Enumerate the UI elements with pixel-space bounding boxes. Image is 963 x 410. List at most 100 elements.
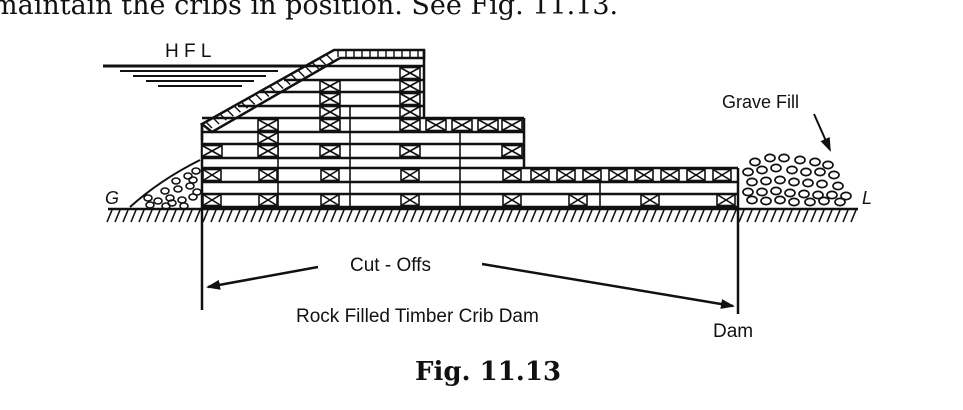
crib-box-diagonal <box>634 168 654 182</box>
toe-stone <box>173 185 183 193</box>
ground-hatch-line <box>274 209 281 223</box>
ground-hatch-line <box>418 209 425 223</box>
gravel-stone <box>818 196 830 206</box>
ground-hatch-line <box>146 209 153 223</box>
crib-box <box>582 168 602 182</box>
crib-box <box>425 118 447 132</box>
crib-box-diagonal <box>400 168 420 182</box>
crib-box <box>319 144 341 158</box>
gravel-stone <box>800 167 812 177</box>
crib-box <box>400 193 420 207</box>
slope-tick <box>305 66 313 74</box>
ground-hatch-line <box>578 209 585 223</box>
gravel-stone <box>794 155 806 165</box>
toe-stone <box>179 202 189 210</box>
ground-hatch-line <box>722 209 729 223</box>
crib-box-diagonal <box>582 168 602 182</box>
toe-stone <box>153 197 163 205</box>
gravel-stone <box>832 181 844 191</box>
ground-hatch-line <box>706 209 713 223</box>
ground-hatch-line <box>202 209 209 223</box>
ground-hatch-line <box>426 209 433 223</box>
crib-box-diagonal <box>501 144 523 158</box>
crib-box <box>319 92 341 106</box>
crib-box <box>716 193 736 207</box>
crib-box-diagonal <box>399 92 421 106</box>
crib-box-diagonal <box>608 168 628 182</box>
gravel-stone <box>774 195 786 205</box>
ground-hatch-line <box>442 209 449 223</box>
ground-hatch-line <box>226 209 233 223</box>
dam-label: Dam <box>713 321 753 342</box>
crib-box-diagonal <box>399 66 421 80</box>
crib-box-diagonal <box>451 118 473 132</box>
ground-hatch-line <box>514 209 521 223</box>
crib-box-diagonal <box>319 118 341 132</box>
gravel-stone <box>786 165 798 175</box>
ground-hatch-line <box>746 209 753 223</box>
ground-hatch-line <box>450 209 457 223</box>
ground-hatch-line <box>642 209 649 223</box>
ground-hatch-line <box>586 209 593 223</box>
slope-tick <box>205 121 213 129</box>
gravel-stone <box>770 163 782 173</box>
ground-hatch-line <box>770 209 777 223</box>
ground-hatch-line <box>474 209 481 223</box>
ground-hatch-line <box>186 209 193 223</box>
ground-hatch-line <box>650 209 657 223</box>
crib-box-diagonal <box>257 131 279 145</box>
slope-tick <box>326 54 334 62</box>
ground-hatch-line <box>178 209 185 223</box>
gravel-stone <box>742 187 754 197</box>
crib-box-diagonal <box>257 118 279 132</box>
crib-box-diagonal <box>399 118 421 132</box>
crib-box <box>501 144 523 158</box>
gravel-stone <box>812 190 824 200</box>
gravel-fill-label: Grave Fill <box>722 92 799 112</box>
crib-box-diagonal <box>399 144 421 158</box>
ground-hatch-line <box>218 209 225 223</box>
cut-offs-right-arrow <box>481 262 735 309</box>
crib-box-diagonal <box>319 79 341 93</box>
gravel-stone <box>816 179 828 189</box>
ground-hatch-line <box>266 209 273 223</box>
slope-tick <box>255 93 263 101</box>
gravel-stone <box>784 188 796 198</box>
ground-hatch-line <box>842 209 849 223</box>
crib-box <box>451 118 473 132</box>
ground-hatch-line <box>850 209 857 223</box>
upstream-stone-toe <box>129 159 201 208</box>
crib-box-diagonal <box>686 168 706 182</box>
ground-hatch-line <box>362 209 369 223</box>
gravel-stone <box>809 157 821 167</box>
crib-box <box>568 193 588 207</box>
ground-hatch-line <box>666 209 673 223</box>
ground-hatch-line <box>282 209 289 223</box>
ground-hatch-line <box>546 209 553 223</box>
dam-name-label: Rock Filled Timber Crib Dam <box>296 306 539 327</box>
cut-offs-label: Cut - Offs <box>350 255 431 276</box>
crib-cross-ties <box>201 66 736 207</box>
ground-hatch-line <box>810 209 817 223</box>
gravel-fill-arrow <box>813 113 831 152</box>
crib-box <box>258 193 278 207</box>
crib-box <box>477 118 499 132</box>
crib-box-diagonal <box>400 193 420 207</box>
ground-hatch-line <box>834 209 841 223</box>
ground-hatch-line <box>314 209 321 223</box>
ground-hatch-line <box>242 209 249 223</box>
crib-box <box>257 144 279 158</box>
ground-hatch-line <box>394 209 401 223</box>
gravel-stone <box>804 197 816 207</box>
crib-box-diagonal <box>477 118 499 132</box>
ground-hatch-line <box>298 209 305 223</box>
crib-box <box>399 144 421 158</box>
ground-hatch-line <box>714 209 721 223</box>
ground-hatch-line <box>794 209 801 223</box>
crib-box <box>608 168 628 182</box>
crib-box <box>502 193 522 207</box>
ground-hatch-line <box>194 209 201 223</box>
ground-hatch-line <box>378 209 385 223</box>
crib-box <box>257 118 279 132</box>
toe-stone <box>145 201 155 209</box>
